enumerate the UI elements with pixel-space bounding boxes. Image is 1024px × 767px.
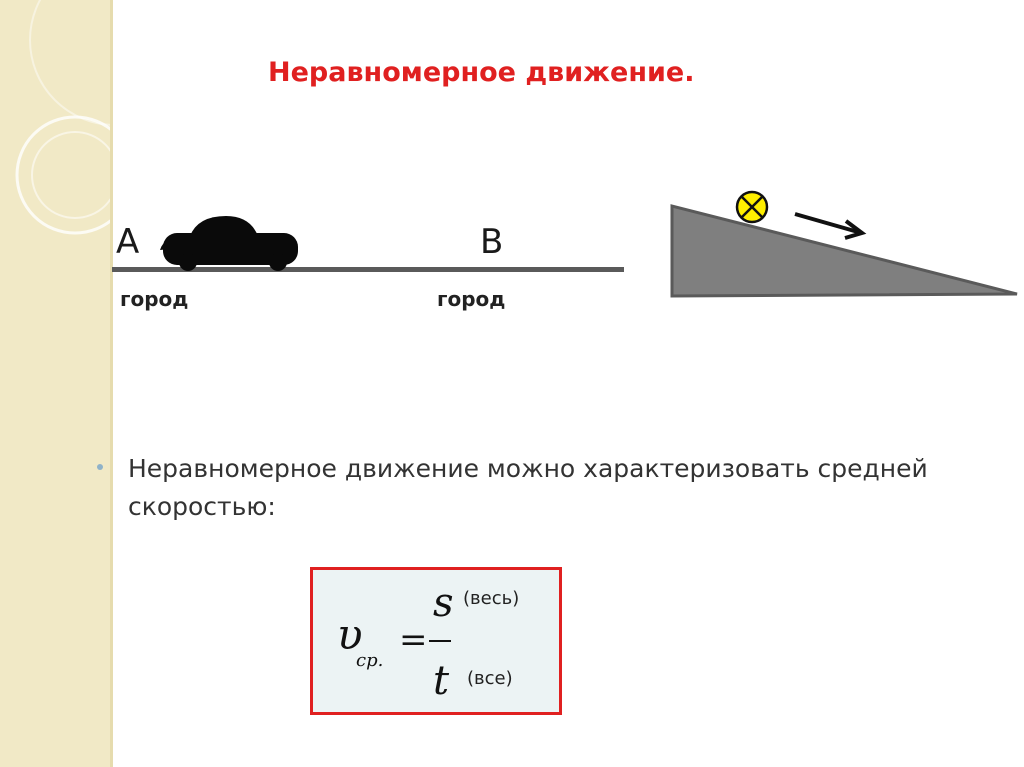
arrow-icon <box>794 212 867 240</box>
average-speed-formula: υ ср. = s t (весь) (все) <box>310 567 562 715</box>
denominator-note: (все) <box>467 668 513 689</box>
decorative-circles <box>15 0 110 235</box>
bullet-line-2: скоростью: <box>128 492 276 521</box>
equals-sign: = <box>399 620 428 660</box>
bullet-line-1: Неравномерное движение можно характеризо… <box>128 454 928 483</box>
decorative-side-panel <box>0 0 113 767</box>
inclined-plane <box>670 204 1018 298</box>
slide-title: Неравномерное движение. <box>268 57 695 88</box>
bullet-marker <box>97 464 103 470</box>
city-b-label: город <box>437 287 506 311</box>
fraction-bar <box>429 640 451 642</box>
city-a-label: город <box>120 287 189 311</box>
numerator-note: (весь) <box>463 588 520 609</box>
road-line <box>112 267 624 272</box>
car-icon <box>160 216 298 271</box>
velocity-symbol: υ <box>337 610 363 659</box>
bullet-text: Неравномерное движение можно характеризо… <box>128 450 1024 526</box>
velocity-subscript: ср. <box>356 650 384 671</box>
denominator: t <box>433 658 450 704</box>
ball-icon <box>735 190 769 224</box>
point-b-label: B <box>480 222 504 262</box>
numerator: s <box>433 580 454 626</box>
point-a-label: A <box>116 222 140 262</box>
